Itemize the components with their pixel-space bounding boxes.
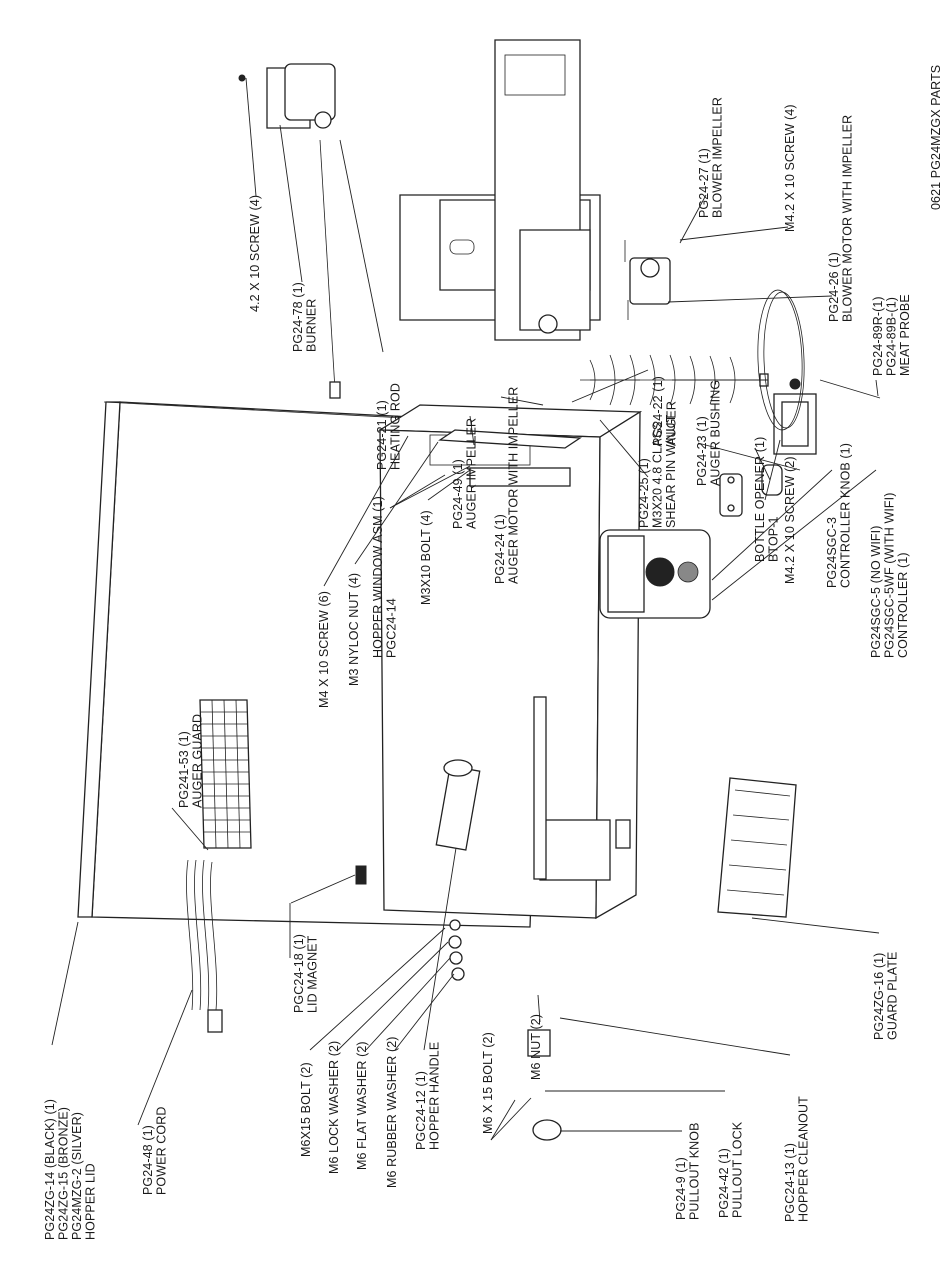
power-cord-drawing bbox=[186, 859, 223, 1033]
heating-rod-drawing bbox=[319, 139, 341, 399]
label-lid-magnet: PGC24-18 (1) LID MAGNET bbox=[292, 930, 320, 1013]
auger-bushing-drawing bbox=[761, 464, 783, 496]
label-controller: PG24SGC-5 (NO WIFI) PG24SGC-5WF (WITH WI… bbox=[869, 489, 910, 658]
hopper-handle-drawing bbox=[435, 759, 481, 851]
label-shear-pin: PG24-25 (1) M3X20 4.8 CLASS SHEAR PIN W/… bbox=[637, 414, 678, 528]
hopper-window-drawing bbox=[438, 429, 582, 487]
label-m42-screw-2: M4.2 X 10 SCREW (2) bbox=[783, 456, 797, 584]
label-m6-flat-washer: M6 FLAT WASHER (2) bbox=[355, 1041, 369, 1170]
auger-guard-drawing bbox=[199, 699, 252, 849]
label-pullout-knob: PG24-9 (1) PULLOUT KNOB bbox=[674, 1122, 702, 1220]
label-blower-impeller: PG24-27 (1) BLOWER IMPELLER bbox=[697, 97, 725, 218]
label-m6x15-bolt: M6X15 BOLT (2) bbox=[299, 1062, 313, 1157]
label-bottle-opener: BOTTLE OPENER (1) BTOP-1 bbox=[753, 433, 781, 562]
label-guard-plate: PG24ZG-16 (1) GUARD PLATE bbox=[872, 949, 900, 1040]
label-auger: PG24-22 (1) AUGER bbox=[651, 373, 679, 446]
guard-plate-drawing bbox=[717, 777, 797, 918]
label-hopper-window: HOPPER WINDOW ASM (1) PGC24-14 bbox=[371, 493, 399, 658]
label-m6x15-bolt-b: M6 X 15 BOLT (2) bbox=[481, 1032, 495, 1134]
label-m4-screw: M4 X 10 SCREW (6) bbox=[317, 591, 331, 708]
firebox-assembly-drawing bbox=[399, 39, 601, 341]
label-hopper-cleanout: PGC24-13 (1) HOPPER CLEANOUT bbox=[783, 1096, 811, 1222]
pullout-knob-drawing bbox=[532, 1119, 562, 1141]
label-power-cord: PG24-48 (1) POWER CORD bbox=[141, 1107, 169, 1196]
footer-text: 0621 PG24MZGX PARTS bbox=[929, 65, 943, 210]
label-burner: PG24-78 (1) BURNER bbox=[291, 279, 319, 352]
label-m3-nyloc-nut: M3 NYLOC NUT (4) bbox=[347, 573, 361, 686]
label-auger-bushing: PG24-23 (1) AUGER BUSHING bbox=[695, 380, 723, 486]
label-m6-nut: M6 NUT (2) bbox=[529, 1014, 543, 1080]
meat-probe-drawing bbox=[757, 289, 881, 431]
label-hopper-lid: PG24ZG-14 (BLACK) (1) PG24ZG-15 (BRONZE)… bbox=[43, 1095, 98, 1240]
hopper-cleanout-drawing bbox=[527, 696, 551, 1057]
label-auger-guard: PG241-53 (1) AUGER GUARD bbox=[177, 714, 205, 808]
label-pullout-lock: PG24-42 (1) PULLOUT LOCK bbox=[717, 1121, 745, 1218]
label-m3x10-bolt: M3X10 BOLT (4) bbox=[419, 510, 433, 605]
label-meat-probe: PG24-89R-(1) PG24-89B-(1) MEAT PROBE bbox=[871, 293, 912, 376]
label-blower-motor: PG24-26 (1) BLOWER MOTOR WITH IMPELLER bbox=[827, 115, 855, 322]
washers-drawing bbox=[448, 919, 465, 981]
label-heating-rod: PG24-21 (1) HEATING ROD bbox=[375, 383, 403, 470]
label-m42-screw-4: M4.2 X 10 SCREW (4) bbox=[783, 104, 797, 232]
label-screw-42-4: 4.2 X 10 SCREW (4) bbox=[248, 195, 262, 312]
label-m6-rubber-washer: M6 RUBBER WASHER (2) bbox=[385, 1036, 399, 1188]
label-m6-lock-washer: M6 LOCK WASHER (2) bbox=[327, 1041, 341, 1174]
burner-drawing bbox=[238, 63, 336, 129]
lid-magnet-drawing bbox=[355, 865, 367, 885]
label-auger-motor: PG24-24 (1) AUGER MOTOR WITH IMPELLER bbox=[493, 387, 521, 584]
label-hopper-handle: PGC24-12 (1) HOPPER HANDLE bbox=[414, 1042, 442, 1150]
label-controller-knob: PG24SGC-3 CONTROLLER KNOB (1) bbox=[825, 443, 853, 588]
bottle-opener-drawing bbox=[719, 473, 743, 517]
auger-motor-drawing bbox=[773, 378, 817, 455]
blower-motor-drawing bbox=[624, 240, 671, 320]
leader-lines bbox=[51, 77, 880, 1141]
controller-drawing bbox=[599, 529, 711, 619]
label-auger-impeller: PG24-49 (1) AUGER IMPELLER bbox=[451, 418, 479, 529]
